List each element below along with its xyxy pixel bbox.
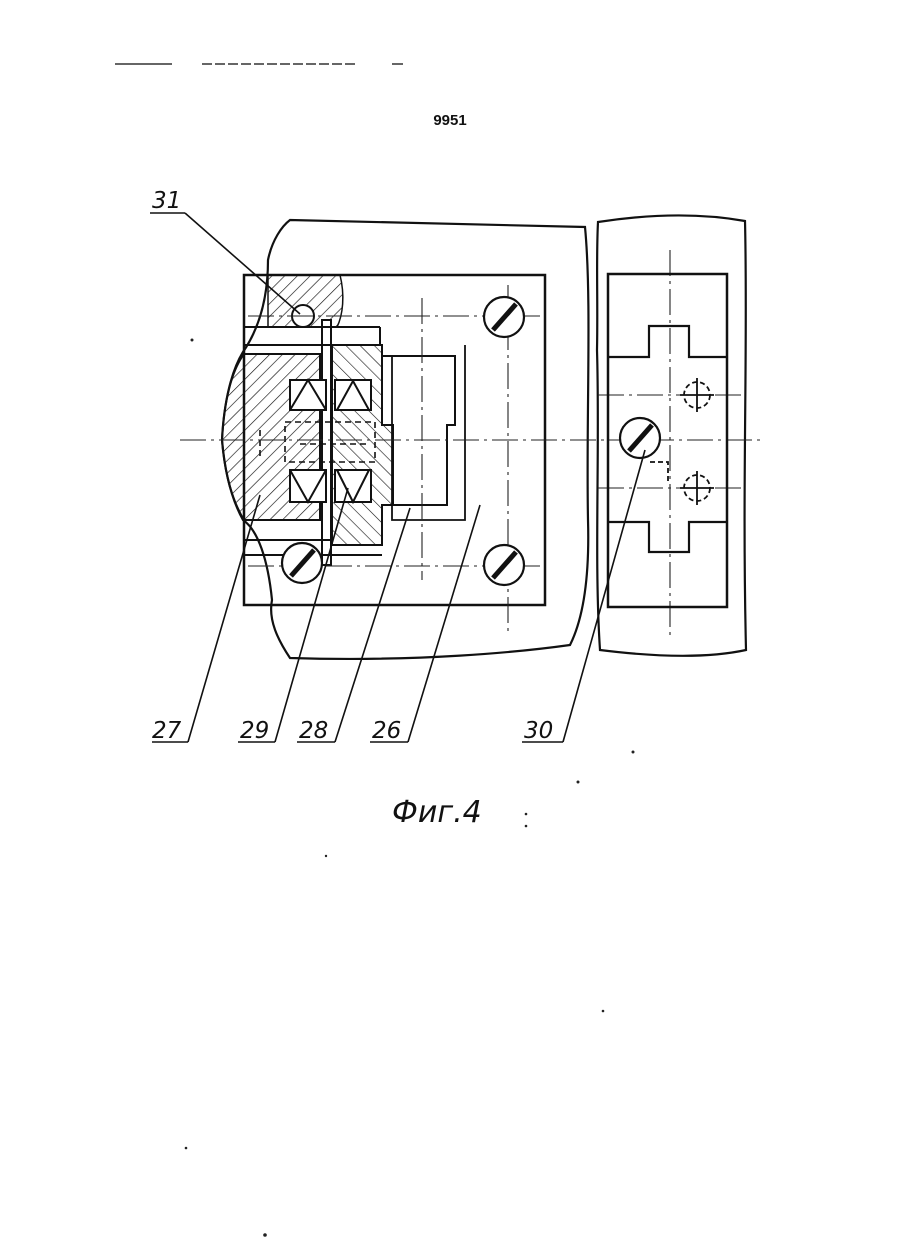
label-31: 31 <box>152 188 181 214</box>
label-30: 30 <box>524 718 553 744</box>
label-26: 26 <box>372 718 401 744</box>
cover-screw-30 <box>620 418 660 458</box>
figure-caption: Фиг.4 <box>392 795 482 830</box>
label-27: 27 <box>152 718 182 744</box>
label-29: 29 <box>240 718 269 744</box>
leader-lines <box>150 213 645 742</box>
label-28: 28 <box>299 718 328 744</box>
part-28-hatch <box>332 345 393 545</box>
rod-29 <box>322 320 331 565</box>
